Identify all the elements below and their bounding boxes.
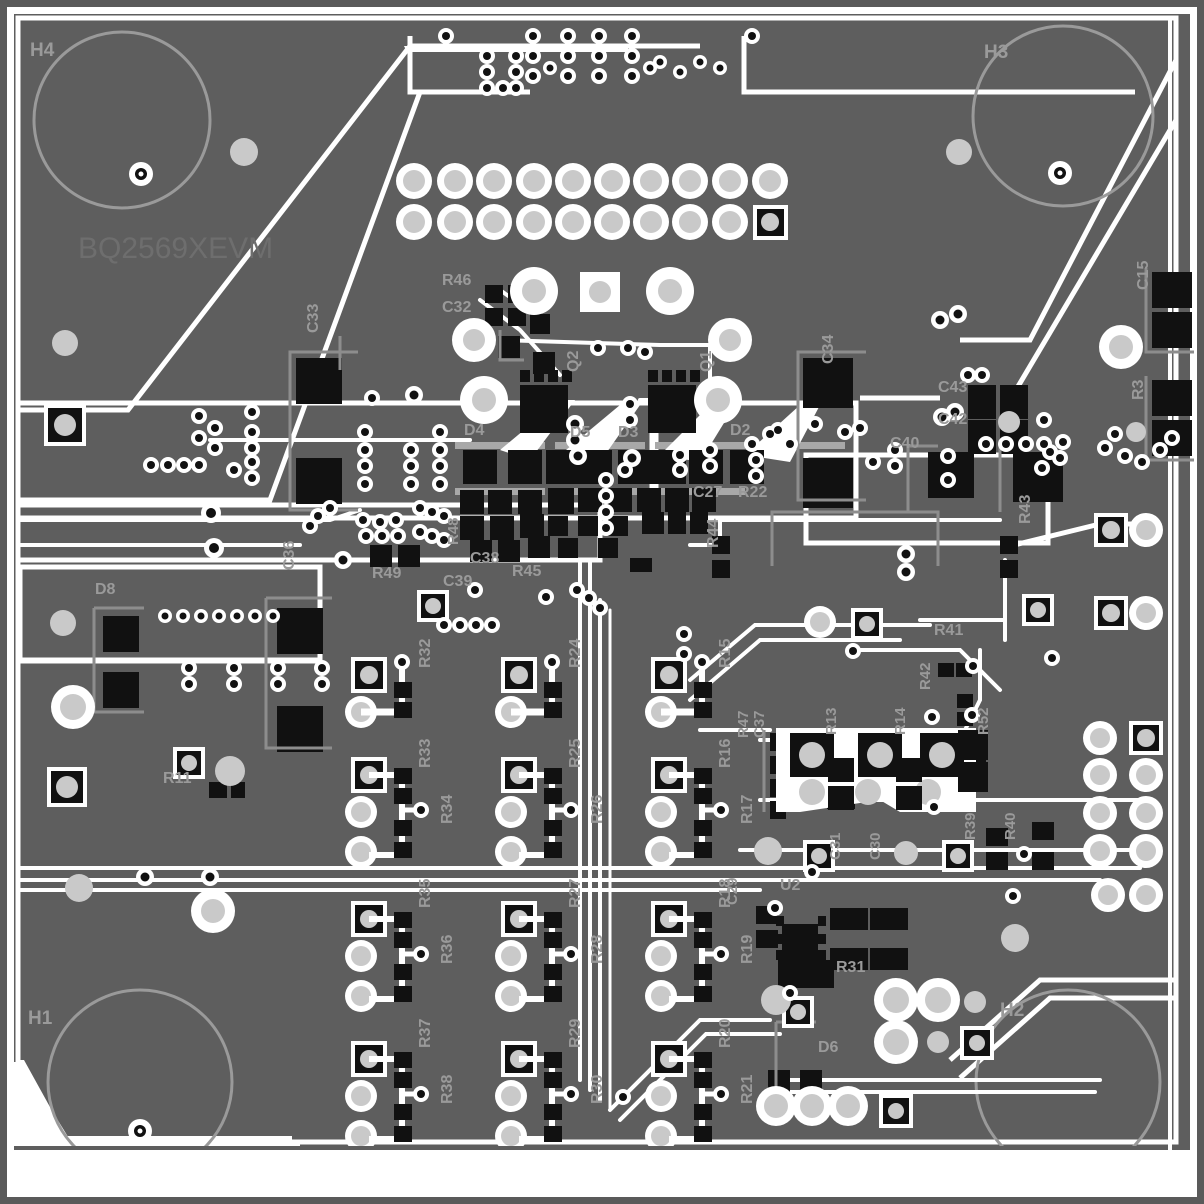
resistor-group-r25-r26 <box>495 757 579 868</box>
resistor-group-r27-r28 <box>495 901 579 1012</box>
silkscreen-ref-r46: R46 <box>442 272 471 289</box>
resistor-group-r37-r38 <box>345 1041 429 1146</box>
silkscreen-ref-c27: C27 <box>693 484 722 501</box>
silkscreen-ref-c42: C42 <box>938 411 967 428</box>
silkscreen-ref-c40: C40 <box>890 435 919 452</box>
board-corner-cut <box>14 1060 300 1146</box>
resistor-group-r33-r34 <box>345 757 429 868</box>
silkscreen-ref-c31: C31 <box>827 832 844 860</box>
silkscreen-ref-r24: R24 <box>567 639 584 668</box>
resistor-group-r20-r21 <box>645 1041 729 1146</box>
silkscreen-ref-r15: R15 <box>717 639 734 668</box>
silkscreen-ref-r38: R38 <box>439 1075 456 1104</box>
silkscreen-ref-d8: D8 <box>95 581 116 598</box>
silkscreen-ref-c43: C43 <box>938 379 967 396</box>
silkscreen-ref-r41: R41 <box>934 622 963 639</box>
silkscreen-ref-r33: R33 <box>417 739 434 768</box>
silkscreen-ref-r13: R13 <box>823 707 840 735</box>
pad-row-1 <box>396 163 788 199</box>
silkscreen-ref-r26: R26 <box>589 795 606 824</box>
pin-1-square-pad <box>753 205 788 240</box>
resistor-group-r15 <box>645 654 712 728</box>
silkscreen-ref-r52: R52 <box>975 707 992 735</box>
silkscreen-ref-c32: C32 <box>442 299 471 316</box>
silkscreen-ref-r35: R35 <box>417 879 434 908</box>
silkscreen-ref-r27: R27 <box>567 879 584 908</box>
resistor-group-r29-r30 <box>495 1041 579 1146</box>
pad-row-2 <box>396 204 788 240</box>
bottom-pad-cluster <box>756 978 986 1126</box>
silkscreen-ref-r11: R11 <box>163 770 192 787</box>
silkscreen-ref-d5: D5 <box>570 424 591 441</box>
mount-circle-h1 <box>46 988 234 1146</box>
silkscreen-ref-r25: R25 <box>567 739 584 768</box>
silkscreen-ref-u2: U2 <box>780 877 801 894</box>
silkscreen-ref-r22: R22 <box>738 484 767 501</box>
silkscreen-ref-r49: R49 <box>372 565 401 582</box>
resistor-group-r18-r19 <box>645 901 729 1012</box>
silkscreen-ref-c39: C39 <box>443 573 472 590</box>
silkscreen-ref-r48: R48 <box>445 517 462 545</box>
resistor-group-r32 <box>345 654 412 728</box>
board-name-silkscreen: BQ2569XEVM <box>78 232 273 265</box>
mounting-hole-label-h2: H2 <box>1000 1000 1024 1021</box>
silkscreen-ref-r30: R30 <box>589 1075 606 1104</box>
silkscreen-ref-r3: R3 <box>1130 379 1147 400</box>
silkscreen-ref-r20: R20 <box>717 1019 734 1048</box>
through-hole-pads <box>44 138 1163 1128</box>
silkscreen-ref-c36: C36 <box>281 541 298 570</box>
silkscreen-ref-c37: C37 <box>751 710 768 738</box>
silkscreen-ref-r14: R14 <box>892 707 909 735</box>
silkscreen-ref-c34: C34 <box>820 335 837 364</box>
resistor-group-r24 <box>495 654 562 728</box>
silkscreen-ref-r45: R45 <box>512 563 541 580</box>
mounting-hole-label-h1: H1 <box>28 1008 53 1029</box>
silkscreen-ref-r31: R31 <box>836 959 865 976</box>
silkscreen-ref-r21: R21 <box>739 1075 756 1104</box>
silkscreen-ref-c33: C33 <box>305 304 322 333</box>
silkscreen-ref-r17: R17 <box>739 795 756 824</box>
resistor-groups <box>345 654 729 1146</box>
silkscreen-ref-r28: R28 <box>589 935 606 964</box>
square-vias <box>44 404 1054 1128</box>
silkscreen-ref-c15: C15 <box>1135 261 1152 290</box>
silkscreen-ref-c29: C29 <box>724 877 741 905</box>
center-right-ic <box>776 728 988 812</box>
silkscreen-ref-r18: R18 <box>717 879 734 908</box>
resistor-group-r35-r36 <box>345 901 429 1012</box>
mount-circle-h3 <box>971 24 1155 208</box>
silkscreen-ref-q1: Q1 <box>698 351 715 372</box>
silkscreen-ref-r29: R29 <box>567 1019 584 1048</box>
vias <box>136 28 1180 1105</box>
silkscreen-ref-r39: R39 <box>962 812 979 840</box>
mount-circle-h4 <box>32 30 212 210</box>
silkscreen-ref-c30: C30 <box>867 832 884 860</box>
u2-ic <box>776 916 826 960</box>
silkscreen-ref-r40: R40 <box>1002 812 1019 840</box>
mounting-hole-label-h3: H3 <box>984 42 1008 63</box>
silkscreen-ref-d6: D6 <box>818 1039 839 1056</box>
silkscreen-ref-r47: R47 <box>735 710 752 738</box>
silkscreen-ref-c38: C38 <box>470 550 499 567</box>
silkscreen-ref-r44: R44 <box>705 519 722 548</box>
right-side-pads <box>998 325 1163 912</box>
silkscreen-ref-r37: R37 <box>417 1019 434 1048</box>
silkscreen-ref-d3: D3 <box>618 424 639 441</box>
mounting-drills <box>128 161 1072 1143</box>
silkscreen-ref-r42: R42 <box>917 662 934 690</box>
silkscreen-ref-r32: R32 <box>417 639 434 668</box>
silkscreen-ref-r43: R43 <box>1017 495 1034 524</box>
top-pad-array <box>396 163 788 240</box>
silkscreen-ref-r16: R16 <box>717 739 734 768</box>
silkscreen-ref-d2: D2 <box>730 422 751 439</box>
silkscreen-ref-r19: R19 <box>739 935 756 964</box>
silkscreen-ref-r34: R34 <box>439 795 456 824</box>
mounting-hole-label-h4: H4 <box>30 40 55 61</box>
silkscreen-ref-r36: R36 <box>439 935 456 964</box>
silkscreen-ref-d4: D4 <box>464 422 485 439</box>
silkscreen-ref-q2: Q2 <box>565 351 582 372</box>
resistor-group-r16-r17 <box>645 757 729 868</box>
